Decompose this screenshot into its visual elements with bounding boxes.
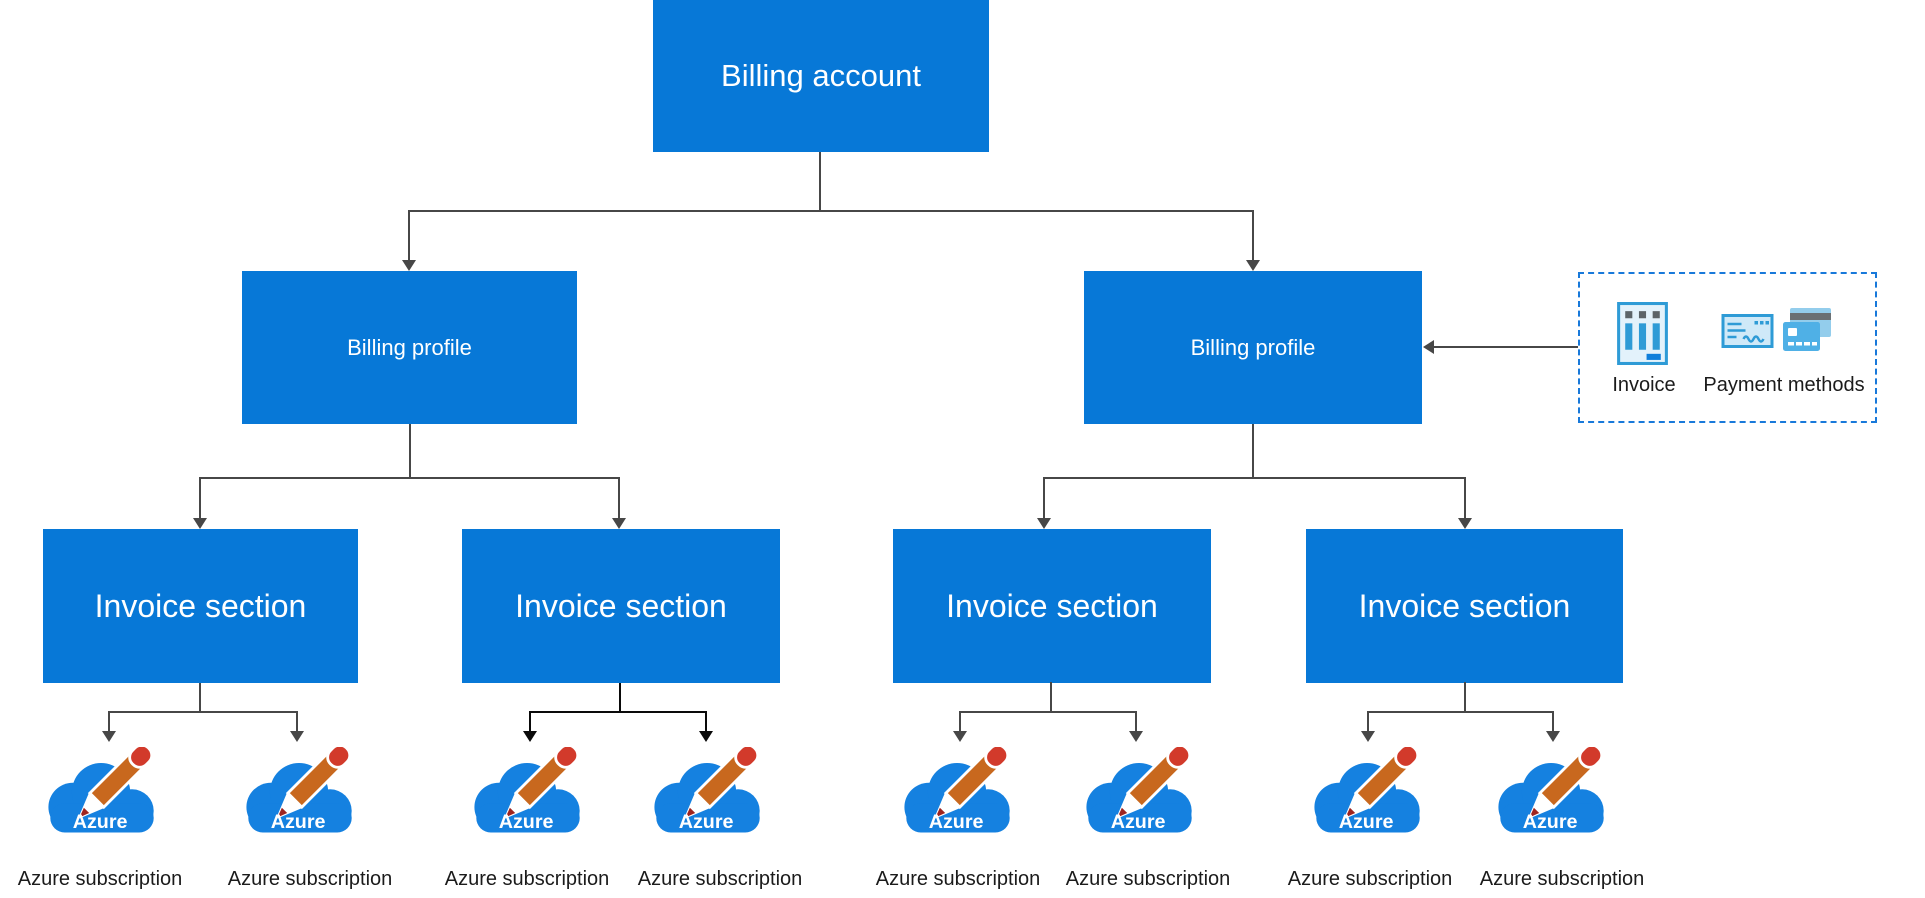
connector-line [959,711,1137,713]
connector-line [409,424,411,477]
azure-logo-text: Azure [499,811,554,833]
azure-logo-text: Azure [73,811,128,833]
azure-subscription-label: Azure subscription [1287,868,1453,890]
payment-card-icon [1783,308,1831,351]
connector-line [1367,711,1554,713]
azure-subscription-icon: Azure [474,747,580,833]
connector-line [529,711,707,713]
azure-subscription-label: Azure subscription [17,868,183,890]
connector-line [618,478,620,518]
azure-subscription-icon: Azure [1314,747,1420,833]
arrowhead-icon [1361,731,1375,742]
azure-subscription-label: Azure subscription [1065,868,1231,890]
connector-line [408,210,1254,212]
connector-line [199,683,201,711]
connector-line [1464,478,1466,518]
connector-line [199,477,620,479]
azure-logo-text: Azure [1111,811,1166,833]
connector-line [199,478,201,518]
legend-payment-methods-label: Payment methods [1703,374,1865,396]
billing-account-node: Billing account [653,0,989,152]
azure-subscription-icon: Azure [246,747,352,833]
arrowhead-icon [612,518,626,529]
arrowhead-icon [523,731,537,742]
azure-logo-text: Azure [1523,811,1578,833]
billing-profile-node-left: Billing profile [242,271,577,424]
azure-subscription-icon: Azure [1086,747,1192,833]
connector-line [1367,712,1369,731]
connector-line [705,712,707,731]
arrowhead-icon [102,731,116,742]
connector-line [819,152,821,211]
azure-subscription-label: Azure subscription [227,868,393,890]
azure-subscription-icon: Azure [904,747,1010,833]
arrowhead-icon [402,260,416,271]
payment-check-icon [1721,314,1774,348]
azure-subscription-label: Azure subscription [1479,868,1645,890]
connector-line [1552,712,1554,731]
invoice-icon [1617,302,1668,365]
connector-line [1135,712,1137,731]
arrowhead-icon [1037,518,1051,529]
connector-line [959,712,961,731]
azure-logo-text: Azure [679,811,734,833]
azure-subscription-label: Azure subscription [637,868,803,890]
azure-subscription-icon: Azure [1498,747,1604,833]
arrowhead-icon [193,518,207,529]
legend-arrow-line [1434,346,1578,348]
azure-subscription-label: Azure subscription [875,868,1041,890]
invoice-section-node-3: Invoice section [893,529,1211,683]
legend-box: Invoice Payment methods [1578,272,1877,423]
connector-line [108,712,110,731]
connector-line [1043,478,1045,518]
connector-line [1252,211,1254,260]
invoice-section-node-1: Invoice section [43,529,358,683]
connector-line [619,683,621,711]
azure-logo-text: Azure [1339,811,1394,833]
connector-line [1043,477,1466,479]
arrowhead-icon [953,731,967,742]
connector-line [1050,682,1052,711]
azure-logo-text: Azure [271,811,326,833]
azure-subscription-label: Azure subscription [444,868,610,890]
invoice-section-node-4: Invoice section [1306,529,1623,683]
connector-line [296,712,298,731]
billing-profile-node-right: Billing profile [1084,271,1422,424]
azure-logo-text: Azure [929,811,984,833]
legend-invoice-label: Invoice [1612,374,1676,396]
arrowhead-icon [1458,518,1472,529]
azure-subscription-icon: Azure [654,747,760,833]
invoice-section-node-2: Invoice section [462,529,780,683]
connector-line [529,712,531,731]
connector-line [108,711,298,713]
legend-arrowhead-icon [1423,340,1434,354]
arrowhead-icon [1129,731,1143,742]
arrowhead-icon [1546,731,1560,742]
connector-line [408,211,410,260]
arrowhead-icon [699,731,713,742]
azure-subscription-icon: Azure [48,747,154,833]
connector-line [1252,424,1254,477]
arrowhead-icon [290,731,304,742]
arrowhead-icon [1246,260,1260,271]
connector-line [1464,682,1466,711]
